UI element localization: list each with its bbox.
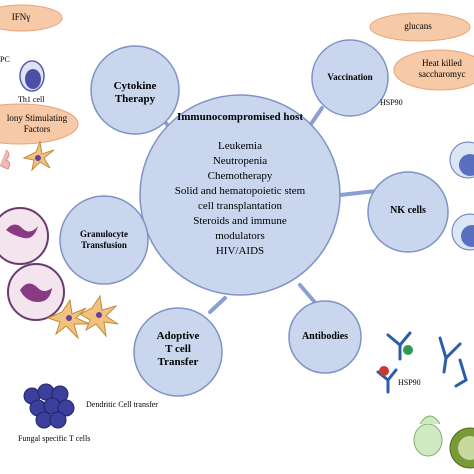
- condition-item: Neutropenia: [212, 155, 268, 167]
- glucans-pill: [369, 12, 471, 42]
- hsp90-top-label: HSP90: [380, 98, 403, 107]
- center-title: Immunocompromised host: [176, 111, 303, 123]
- hsp90-bottom-label: HSP90: [398, 378, 421, 387]
- heat-killed-label-line: saccharomyc: [418, 69, 466, 79]
- nk-label-line: NK cells: [390, 205, 426, 216]
- antibodies-label: Antibodies: [289, 331, 361, 342]
- cytokine-label: Cytokine Therapy: [95, 80, 175, 106]
- heat-killed-label-line: Heat killed: [422, 58, 462, 68]
- condition-item: Chemotherapy: [207, 170, 273, 182]
- fungal-t-cell-label: Fungal specific T cells: [18, 434, 91, 443]
- center-circle: [139, 94, 341, 296]
- nk-label: NK cells: [370, 205, 446, 216]
- cytokine-label-line: Therapy: [114, 93, 156, 105]
- glucans-label: glucans: [404, 21, 432, 31]
- dendritic-label: Dendritic Cell transfer: [86, 400, 158, 409]
- csf-label: lony Stimulating Factors: [0, 113, 74, 135]
- th1-label: Th1 cell: [18, 95, 45, 104]
- adoptive-label-line: T cell: [165, 343, 191, 355]
- csf-label-line: lony Stimulating: [6, 113, 68, 123]
- csf-pill: [0, 103, 79, 145]
- heat-killed-pill: [393, 49, 474, 91]
- antibody-icon: [376, 331, 468, 394]
- granulocyte-icon: [0, 207, 65, 321]
- granulocyte-label-line: Transfusion: [81, 240, 127, 250]
- condition-list: Leukemia Neutropenia Chemotherapy Solid …: [140, 139, 340, 259]
- adoptive-circle: [133, 307, 223, 397]
- adoptive-label-line: Transfer: [157, 356, 199, 368]
- nk-circle: [367, 171, 449, 253]
- nk-cell-icon: [449, 141, 474, 251]
- condition-item: Leukemia: [218, 140, 262, 152]
- condition-item: cell transplantation: [198, 200, 282, 212]
- center-text: Immunocompromised host Leukemia Neutrope…: [140, 110, 340, 259]
- ifn-label: IFNγ: [11, 12, 31, 22]
- antibodies-label-line: Antibodies: [301, 331, 349, 342]
- condition-item: HIV/AIDS: [215, 245, 265, 257]
- stellate-cell-icon: [0, 140, 55, 172]
- cytokine-circle: [90, 45, 180, 135]
- th1-cell-icon: [19, 60, 45, 92]
- vaccination-label: Vaccination: [312, 72, 388, 82]
- csf-label-line: Factors: [23, 124, 51, 134]
- vaccination-label-line: Vaccination: [327, 72, 373, 82]
- adoptive-label: Adoptive T cell Transfer: [138, 330, 218, 369]
- condition-item: Steroids and immune: [193, 215, 287, 227]
- connector-adoptive: [208, 296, 227, 314]
- hsp90-marker-icon: [379, 345, 413, 376]
- pc-label: PC: [0, 55, 10, 64]
- granulocyte-circle: [59, 195, 149, 285]
- ifn-pill: [0, 4, 63, 32]
- heat-killed-label: Heat killed saccharomyc: [410, 58, 474, 80]
- t-cell-cluster-icon: [23, 383, 75, 429]
- adoptive-label-line: Adoptive: [156, 330, 200, 342]
- condition-item: modulators: [215, 230, 265, 242]
- antibodies-circle: [288, 300, 362, 374]
- fungal-spore-icon: [413, 415, 474, 469]
- vaccination-circle: [311, 39, 389, 117]
- dendritic-cell-icon: [46, 294, 119, 340]
- condition-item: Solid and hematopoietic stem: [174, 185, 306, 197]
- granulocyte-label-line: Granulocyte: [80, 229, 128, 239]
- granulocyte-label: Granulocyte Transfusion: [64, 229, 144, 251]
- cytokine-label-line: Cytokine: [113, 80, 157, 92]
